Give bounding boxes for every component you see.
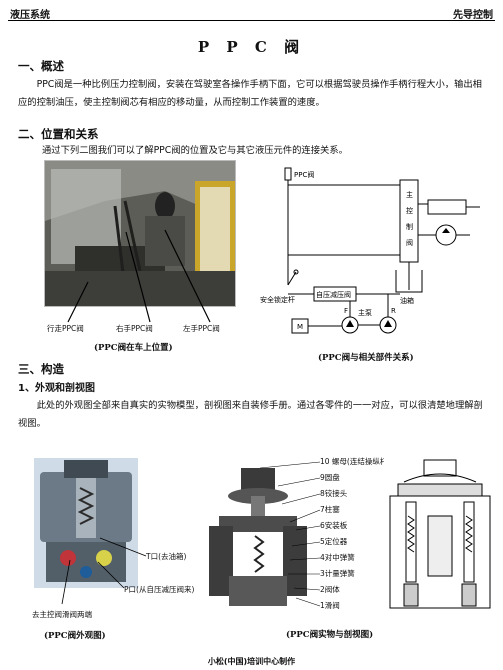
diagram-caption: (PPC阀与相关部件关系) — [318, 353, 414, 363]
cylinder-symbol — [427, 199, 467, 215]
part-1: 1滑阀 — [320, 601, 340, 610]
section2-heading: 二、位置和关系 — [18, 127, 99, 141]
hydraulic-diagram: PPC阀 主 控 制 阀 自压减压阀 安全锁定杆 油箱 主泵 M F R — [260, 167, 480, 334]
label-main-pump: 主泵 — [358, 308, 372, 317]
ppc-external-drawing — [34, 458, 138, 588]
section1-text: PPC阀是一种比例压力控制阀，安装在驾驶室各操作手柄下面，它可以根据驾驶员操作手… — [18, 79, 482, 108]
label-right-ppc: 右手PPC阀 — [116, 324, 153, 333]
section3-heading: 三、构造 — [18, 362, 64, 376]
header-left: 液压系统 — [10, 10, 50, 21]
label-main-valve-4: 阀 — [406, 238, 413, 247]
part-4: 4对中弹簧 — [320, 553, 355, 562]
label-travel-ppc: 行走PPC阀 — [47, 324, 84, 333]
label-tank: 油箱 — [400, 296, 414, 305]
section1-heading: 一、概述 — [18, 59, 64, 73]
label-r: R — [391, 307, 396, 315]
cab-photo — [44, 160, 236, 307]
label-p-port: P口(从自压减压阀来) — [124, 585, 195, 594]
ppc-part-photo — [205, 466, 311, 612]
tank-symbol — [395, 270, 423, 293]
section3-text: 此处的外观图全部来自真实的实物模型，剖视图来自装修手册。通过各零件的一一对应，可… — [18, 400, 483, 429]
page-header: 液压系统 先导控制 — [8, 4, 495, 21]
ppc-external-photo — [34, 458, 138, 588]
part-3: 3计量弹簧 — [320, 569, 355, 578]
safety-lock-lever — [287, 271, 297, 286]
part-2: 2阀体 — [320, 585, 340, 594]
part-5: 5定位器 — [320, 537, 348, 546]
label-left-ppc: 左手PPC阀 — [183, 324, 220, 333]
label-main-valve-2: 控 — [406, 206, 413, 215]
label-self-reducing: 自压减压阀 — [316, 290, 351, 299]
label-f: F — [344, 307, 348, 315]
external-view-caption: (PPC阀外观图) — [44, 631, 106, 641]
page-footer: 小松(中国)培训中心制作 — [207, 657, 296, 666]
ppc-valve-symbol — [284, 167, 292, 181]
label-main-valve-3: 制 — [406, 222, 413, 231]
part-6: 6安装板 — [320, 521, 348, 530]
part-9: 9圆盘 — [320, 473, 340, 482]
ppc-part-drawing — [205, 466, 311, 612]
label-main-valve-1: 主 — [406, 190, 413, 199]
section-caption: (PPC阀实物与剖视图) — [286, 630, 374, 640]
label-t-port: T口(去油箱) — [146, 552, 187, 561]
photo-caption: (PPC阀在车上位置) — [94, 343, 173, 353]
section3-subheading: 1、外观和剖视图 — [18, 383, 95, 394]
label-safety-lock: 安全锁定杆 — [260, 295, 295, 304]
part-7: 7柱塞 — [320, 505, 340, 514]
label-motor: M — [297, 323, 303, 331]
section2-text: 通过下列二图我们可以了解PPC阀的位置及它与其它液压元件的连接关系。 — [42, 145, 348, 156]
ppc-external-leaders — [61, 537, 147, 605]
label-to-main-valve: 去主控阀滑阀两端 — [32, 610, 92, 619]
cab-photo-arrows — [67, 229, 211, 323]
parts-leaders — [259, 461, 321, 607]
header-right: 先导控制 — [453, 10, 493, 21]
part-10: 10 螺母(连结操纵杆用) — [320, 457, 398, 466]
page-title: P P C 阀 — [197, 38, 306, 56]
cab-photo-drawing — [45, 161, 235, 306]
part-8: 8铰接头 — [320, 489, 348, 498]
ppc-cross-section — [384, 456, 496, 614]
label-ppc: PPC阀 — [294, 170, 314, 179]
